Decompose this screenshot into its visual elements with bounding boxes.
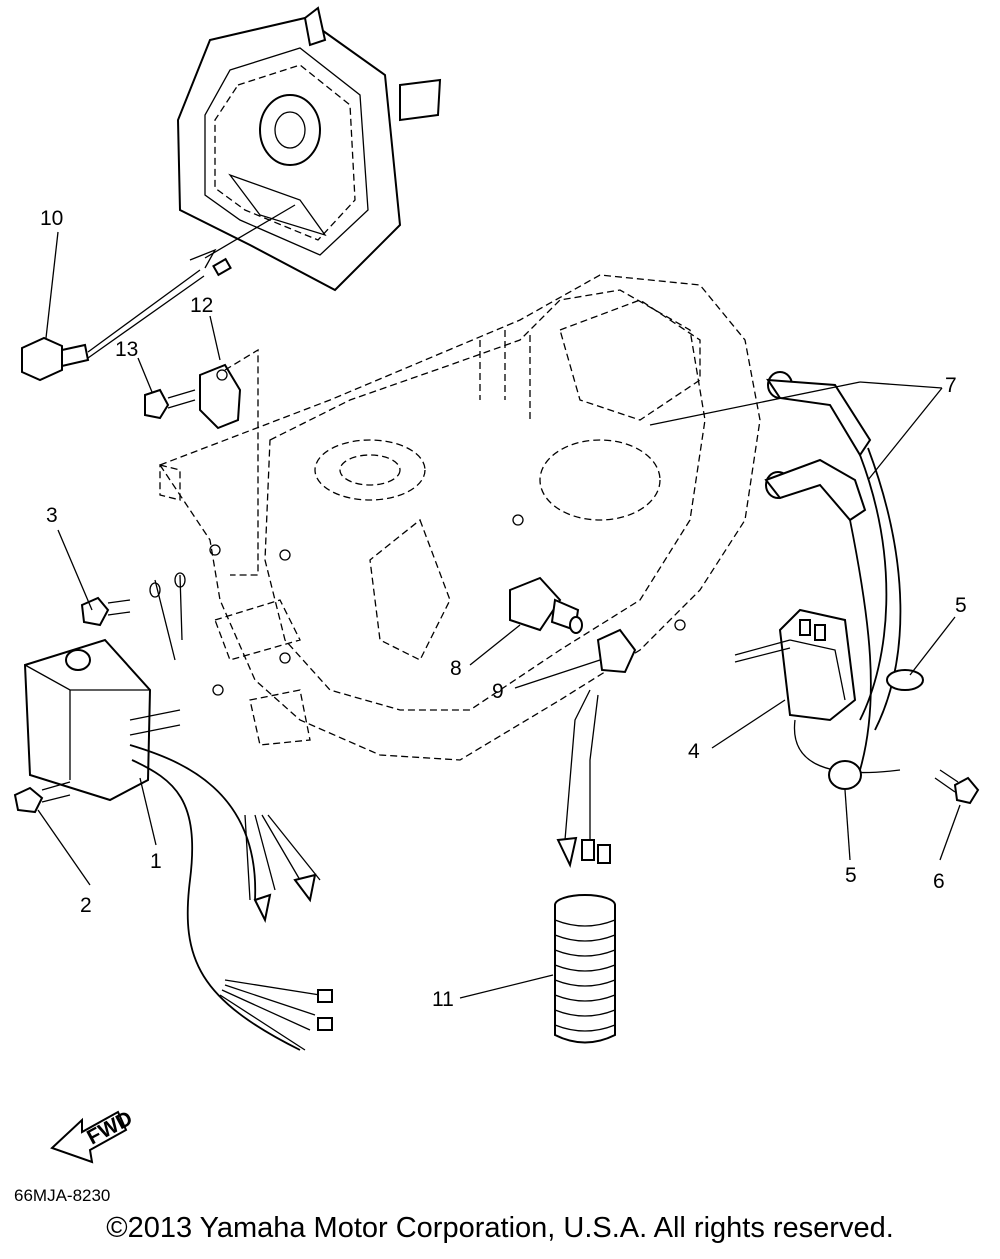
callout-6: 6 xyxy=(933,870,945,893)
fwd-label: FWD xyxy=(83,1107,136,1150)
callout-5a: 5 xyxy=(955,594,967,617)
callout-12: 12 xyxy=(190,294,213,317)
part-12-clamp xyxy=(199,348,259,576)
diagram-code: 66MJA-8230 xyxy=(14,1186,111,1205)
leader-lines xyxy=(37,231,961,999)
callout-11: 11 xyxy=(432,988,454,1011)
callout-13: 13 xyxy=(115,338,138,361)
callout-3: 3 xyxy=(46,504,58,527)
part-6-bolt xyxy=(934,769,980,805)
engine-block xyxy=(159,274,761,761)
part-11-corrugated-tube xyxy=(554,894,616,1044)
part-13-bolt xyxy=(144,388,196,420)
callout-4: 4 xyxy=(688,740,700,763)
part-1-cdi-unit xyxy=(23,638,333,1051)
callout-7: 7 xyxy=(945,374,957,397)
callout-5b: 5 xyxy=(845,864,857,887)
part-9-cap xyxy=(556,628,637,869)
copyright-notice: ©2013 Yamaha Motor Corporation, U.S.A. A… xyxy=(106,1212,894,1244)
part-10-sensor xyxy=(21,204,296,382)
callout-8: 8 xyxy=(450,657,462,680)
part-3-bolt xyxy=(80,572,186,661)
callout-10: 10 xyxy=(40,207,63,230)
part-2-bolt xyxy=(13,781,71,814)
part-4-ignition-coil xyxy=(734,608,901,790)
callout-9: 9 xyxy=(492,680,504,703)
callout-1: 1 xyxy=(150,850,162,873)
callout-labels: 1 2 3 4 5 5 6 7 8 9 10 11 12 13 xyxy=(40,207,967,1011)
part-7-plug-caps xyxy=(764,371,924,771)
flywheel-cover xyxy=(176,6,442,292)
part-8-sensor xyxy=(509,576,583,634)
fwd-arrow-icon: FWD xyxy=(50,1107,136,1164)
callout-2: 2 xyxy=(80,894,92,917)
